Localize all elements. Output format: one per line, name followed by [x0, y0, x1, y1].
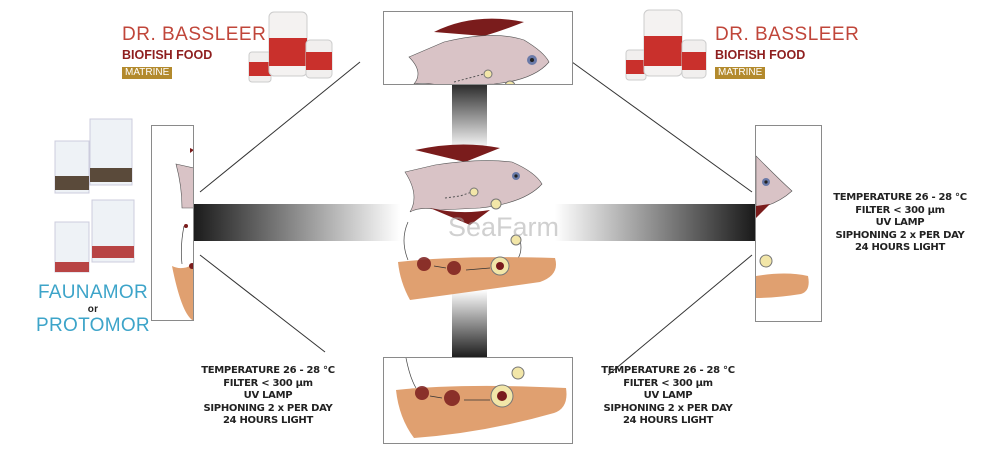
care-line: 24 HOURS LIGHT	[854, 242, 946, 253]
connector-bar-left	[193, 204, 400, 241]
care-line: TEMPERATURE 26 - 28 °C	[601, 365, 735, 376]
product-name-faunamor: FAUNAMOR	[37, 282, 149, 303]
care-line: FILTER < 300 µm	[855, 204, 945, 216]
care-instructions-bottom-right: TEMPERATURE 26 - 28 °C FILTER < 300 µm U…	[598, 365, 738, 428]
panel-right-fish	[755, 125, 822, 322]
brand-block-left: DR. BASSLEER BIOFISH FOOD MATRINE	[122, 25, 266, 80]
product-variant-badge: MATRINE	[715, 67, 766, 79]
panel-left-fish	[151, 125, 194, 321]
substrate-illustration	[396, 358, 567, 438]
care-line: UV LAMP	[875, 217, 925, 228]
care-line: SIPHONING 2 x PER DAY	[603, 402, 733, 414]
product-variant-badge: MATRINE	[122, 67, 173, 79]
connector-bar-bottom	[452, 290, 487, 358]
brand-block-right: DR. BASSLEER BIOFISH FOOD MATRINE	[715, 25, 859, 80]
fish-illustration	[408, 18, 550, 84]
care-line: SIPHONING 2 x PER DAY	[203, 402, 333, 414]
care-line: UV LAMP	[243, 390, 293, 401]
connector-line	[571, 61, 753, 193]
fish-illustration	[172, 148, 193, 320]
panel-bottom-substrate	[383, 357, 573, 444]
care-line: TEMPERATURE 26 - 28 °C	[201, 365, 335, 376]
care-line: FILTER < 300 µm	[623, 377, 713, 389]
care-line: 24 HOURS LIGHT	[622, 415, 714, 426]
care-line: UV LAMP	[643, 390, 693, 401]
fish-illustration	[756, 155, 809, 298]
care-line: 24 HOURS LIGHT	[222, 415, 314, 426]
care-line: TEMPERATURE 26 - 28 °C	[833, 192, 967, 203]
connector-bar-top	[452, 84, 487, 150]
care-instructions-bottom-left: TEMPERATURE 26 - 28 °C FILTER < 300 µm U…	[198, 365, 338, 428]
connector-line	[607, 254, 753, 376]
watermark: SeaFarm	[448, 212, 560, 242]
product-connector: or	[87, 304, 99, 315]
product-name-protomor: PROTOMOR	[36, 315, 150, 336]
product-names: FAUNAMOR or PROTOMOR	[30, 282, 156, 337]
connector-line	[199, 61, 361, 193]
panel-top-fish	[383, 11, 573, 85]
care-line: FILTER < 300 µm	[223, 377, 313, 389]
connector-line	[199, 254, 326, 353]
product-line: BIOFISH FOOD	[715, 48, 806, 62]
care-instructions-right: TEMPERATURE 26 - 28 °C FILTER < 300 µm U…	[830, 192, 970, 255]
brand-name: DR. BASSLEER	[122, 24, 267, 45]
care-line: SIPHONING 2 x PER DAY	[835, 229, 965, 241]
product-line: BIOFISH FOOD	[122, 48, 213, 62]
brand-name: DR. BASSLEER	[715, 24, 860, 45]
connector-bar-right	[555, 204, 755, 241]
